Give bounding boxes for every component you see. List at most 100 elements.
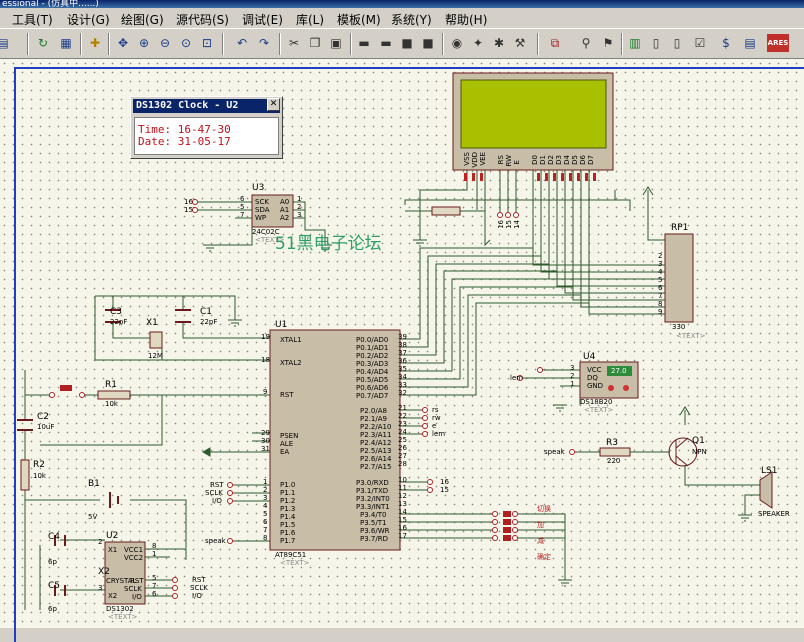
toolbar-separator — [80, 33, 82, 55]
block-copy-icon[interactable]: ▬ — [358, 36, 370, 50]
block-delete-icon[interactable]: ■ — [422, 36, 434, 50]
u1-pin-p13: P1.3 — [280, 505, 296, 513]
u1-pin-p36: P3.6/WR — [360, 527, 390, 535]
redo-icon[interactable]: ↷ — [258, 36, 270, 50]
u1-pinno-9: 9 — [263, 388, 268, 396]
cut-icon[interactable]: ✂ — [288, 36, 300, 50]
property-assign-icon[interactable]: ⚑ — [602, 36, 614, 50]
goto-sheet-icon[interactable]: ▯ — [673, 36, 681, 50]
ares-icon[interactable]: ▤ — [744, 36, 756, 50]
zoom-out-icon[interactable]: ⊖ — [159, 36, 171, 50]
u4-pin-vcc: VCC — [587, 366, 602, 374]
x2-value: CRYSTAL — [106, 577, 137, 585]
wire-autorouter-icon[interactable]: ⧉ — [550, 35, 560, 50]
u3-pinno-3: 3 — [297, 211, 302, 219]
menu-graph[interactable]: 绘图(G) — [121, 13, 164, 27]
u1-pinno-33: 33 — [398, 381, 407, 389]
u2-pinno-5: 5 — [152, 574, 157, 582]
toolbar: ▤ ↻ ▦ ✚ ✥ ⊕ ⊖ ⊙ ⊡ ↶ ↷ ✂ ❐ ▣ ▬ ▬ ■ ■ ◉ ✦ … — [0, 28, 804, 59]
u1-pin-p33: P3.3/INT1 — [356, 503, 390, 511]
pick-device-icon[interactable]: ◉ — [451, 36, 463, 50]
rp1-part: 330 — [672, 323, 686, 331]
search-tag-icon[interactable]: ⚲ — [581, 36, 591, 50]
make-device-icon[interactable]: ✦ — [472, 36, 484, 50]
u3-net-15: 15 — [184, 206, 193, 214]
ds1302-clock-popup[interactable]: DS1302 Clock - U2 ✕ Time: 16-47-30 Date:… — [130, 96, 283, 159]
paste-icon[interactable]: ▣ — [330, 36, 342, 50]
refresh-icon[interactable]: ↻ — [37, 36, 49, 50]
u1-pinno-38: 38 — [398, 341, 407, 349]
zoom-all-icon[interactable]: ⊙ — [180, 36, 192, 50]
remove-sheet-icon[interactable]: ▯ — [652, 36, 660, 50]
u1-pinno-25: 25 — [398, 436, 407, 444]
u4-ref: U4 — [583, 352, 596, 362]
zoom-in-icon[interactable]: ⊕ — [138, 36, 150, 50]
menu-design[interactable]: 设计(G) — [67, 13, 110, 27]
copy-icon[interactable]: ❐ — [309, 36, 321, 50]
menu-library[interactable]: 库(L) — [296, 13, 325, 27]
menu-tools[interactable]: 工具(T) — [12, 13, 53, 27]
close-icon[interactable]: ✕ — [267, 98, 280, 111]
u1-pinno-26: 26 — [398, 444, 407, 452]
u2-net-sclk: SCLK — [190, 584, 208, 592]
u3-pinno-5: 5 — [240, 203, 245, 211]
u1-pin-p37: P3.7/RD — [360, 535, 388, 543]
date-value: 31-05-17 — [177, 135, 231, 148]
u1-pin-ea: EA — [280, 448, 290, 456]
lcd-pin-vss: VSS — [463, 152, 471, 166]
net-rw: rw — [432, 414, 441, 422]
menu-bar: 工具(T) 设计(G) 绘图(G) 源代码(S) 调试(E) 库(L) 模板(M… — [0, 8, 804, 28]
u1-pin-p24: P2.4/A12 — [360, 439, 392, 447]
menu-template[interactable]: 模板(M) — [337, 13, 381, 27]
date-label: Date: — [138, 135, 172, 148]
net-speak-q1: speak — [544, 448, 565, 456]
u3-pin-a2: A2 — [280, 214, 290, 222]
u2-pin-rst: RST — [130, 577, 144, 585]
u4-text: <TEXT> — [584, 406, 614, 414]
u1-pin-xtal2: XTAL2 — [280, 359, 302, 367]
u1-pinno-24: 24 — [398, 428, 407, 436]
u2-pin-x1: X1 — [108, 546, 118, 554]
packaging-tool-icon[interactable]: ✱ — [493, 36, 505, 50]
u1-pin-p20: P2.0/A8 — [360, 407, 387, 415]
net-rst-p1: RST — [210, 481, 224, 489]
c1-value: 22pF — [200, 318, 218, 326]
electrical-rules-icon[interactable]: $ — [722, 36, 730, 50]
pan-icon[interactable]: ✥ — [117, 36, 129, 50]
u2-pin-x2: X2 — [108, 592, 118, 600]
decompose-icon[interactable]: ⚒ — [514, 36, 526, 50]
u1-pin-psen: PSEN — [280, 432, 299, 440]
menu-source[interactable]: 源代码(S) — [176, 13, 229, 27]
block-move-icon[interactable]: ▬ — [380, 36, 392, 50]
toolbar-separator — [350, 33, 352, 55]
grid-icon[interactable]: ▦ — [60, 36, 72, 50]
u1-pin-p17: P1.7 — [280, 537, 296, 545]
origin-icon[interactable]: ✚ — [89, 36, 101, 50]
u1-pinno-22: 22 — [398, 412, 407, 420]
lcd-pin-vee: VEE — [479, 152, 487, 166]
time-value: 16-47-30 — [177, 123, 231, 136]
u3-pinno-2: 2 — [297, 203, 302, 211]
ares-icon[interactable]: ARES — [767, 34, 789, 52]
c3-ref: C3 — [110, 307, 123, 317]
toolbar-separator — [222, 33, 224, 55]
x1-value: 12M — [148, 352, 163, 360]
rp1-text: <TEXT> — [676, 332, 706, 340]
schematic-wires — [17, 72, 773, 610]
menu-debug[interactable]: 调试(E) — [242, 13, 283, 27]
block-rotate-icon[interactable]: ■ — [401, 36, 413, 50]
u1-pin-p06: P0.6/AD6 — [356, 384, 389, 392]
bill-of-materials-icon[interactable]: ☑ — [694, 36, 706, 50]
zoom-area-icon[interactable]: ⊡ — [201, 36, 213, 50]
u2-pin-vcc2: VCC2 — [124, 554, 144, 562]
b1-value: 5V — [88, 513, 98, 521]
new-sheet-icon[interactable]: ▥ — [629, 36, 641, 50]
undo-icon[interactable]: ↶ — [236, 36, 248, 50]
rp1-pin-6: 6 — [658, 284, 663, 292]
menu-system[interactable]: 系统(Y) — [391, 13, 432, 27]
net-15-p3: 15 — [440, 486, 449, 494]
menu-help[interactable]: 帮助(H) — [445, 13, 488, 27]
u1-pin-p25: P2.5/A13 — [360, 447, 392, 455]
new-file-icon[interactable]: ▤ — [0, 36, 9, 50]
toolbar-separator — [108, 33, 110, 55]
